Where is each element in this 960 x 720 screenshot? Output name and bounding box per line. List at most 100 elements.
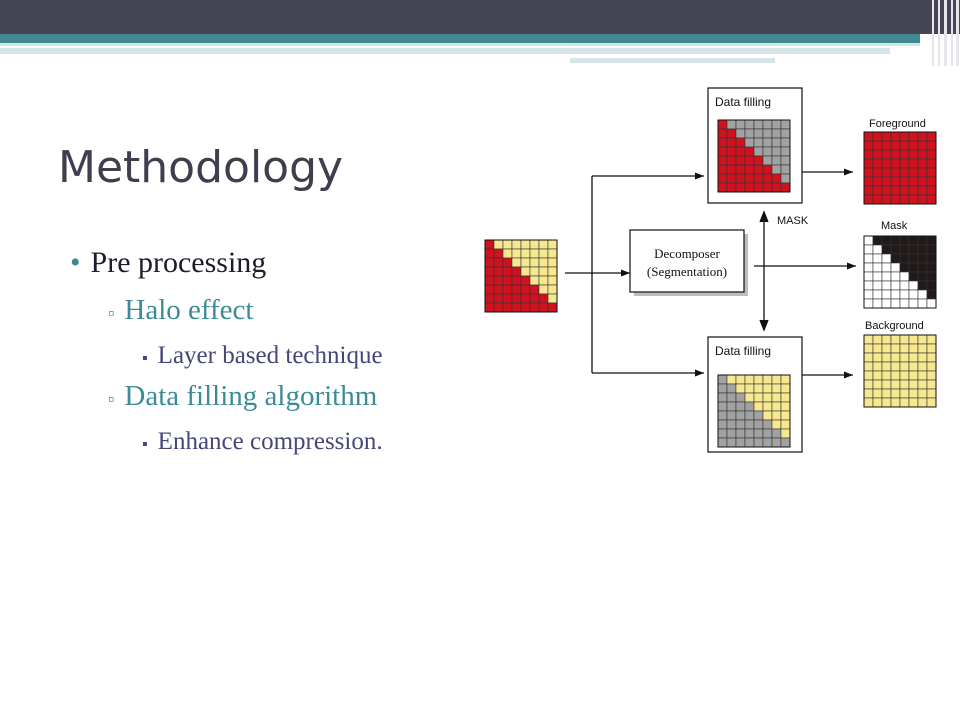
pixel-cell	[890, 379, 901, 390]
pixel-cell	[547, 266, 558, 277]
pixel-cell	[538, 302, 549, 313]
pixel-cell	[762, 383, 773, 394]
pixel-cell	[917, 149, 928, 160]
pixel-cell	[872, 131, 883, 142]
pixel-cell	[863, 176, 874, 187]
pixel-cell	[890, 244, 901, 255]
pixel-cell	[917, 194, 928, 205]
pixel-cell	[753, 164, 764, 175]
grid-border	[863, 131, 937, 205]
pixel-cell	[780, 374, 791, 385]
pixel-cell	[881, 289, 892, 300]
pixel-cell	[502, 302, 513, 313]
pixel-cell	[717, 392, 728, 403]
pixel-cell	[502, 239, 513, 250]
pixel-cell	[926, 298, 937, 309]
pixel-cell	[908, 361, 919, 372]
input-image-grid	[484, 239, 558, 313]
grid-border	[863, 334, 937, 408]
pixel-cell	[872, 370, 883, 381]
bullet-text: Halo effect	[124, 294, 254, 326]
pixel-cell	[771, 410, 782, 421]
pixel-cell	[872, 262, 883, 273]
pixel-cell	[899, 352, 910, 363]
pixel-cell	[863, 253, 874, 264]
pixel-cell	[547, 302, 558, 313]
pixel-cell	[863, 280, 874, 291]
pixel-cell	[717, 155, 728, 166]
pixel-cell	[520, 266, 531, 277]
pixel-cell	[762, 173, 773, 184]
background-filled-grid	[717, 374, 791, 448]
pixel-cell	[735, 392, 746, 403]
pixel-cell	[735, 137, 746, 148]
pixel-cell	[502, 257, 513, 268]
pixel-cell	[771, 155, 782, 166]
pixel-cell	[890, 280, 901, 291]
pixel-cell	[899, 167, 910, 178]
pixel-cell	[744, 437, 755, 448]
pixel-cell	[908, 194, 919, 205]
pixel-cell	[726, 137, 737, 148]
bullet-item: ▪Enhance compression.	[142, 428, 383, 456]
pixel-cell	[899, 397, 910, 408]
pixel-cell	[881, 158, 892, 169]
pixel-cell	[908, 298, 919, 309]
foreground-filled-grid	[717, 119, 791, 193]
pixel-cell	[780, 137, 791, 148]
pixel-cell	[863, 262, 874, 273]
pixel-cell	[511, 293, 522, 304]
pixel-cell	[753, 146, 764, 157]
bottom-data-filling-label: Data filling	[715, 344, 771, 358]
pixel-cell	[899, 176, 910, 187]
pixel-cell	[917, 158, 928, 169]
pixel-cell	[890, 352, 901, 363]
pixel-cell	[863, 194, 874, 205]
foreground-label: Foreground	[869, 118, 926, 130]
pixel-cell	[890, 149, 901, 160]
pixel-cell	[502, 275, 513, 286]
pixel-cell	[547, 275, 558, 286]
pixel-cell	[872, 158, 883, 169]
pixel-cell	[780, 383, 791, 394]
pixel-cell	[890, 140, 901, 151]
pixel-cell	[484, 302, 495, 313]
pixel-cell	[717, 173, 728, 184]
bullet-item: ▪Layer based technique	[142, 342, 383, 370]
pixel-cell	[484, 257, 495, 268]
pixel-cell	[735, 128, 746, 139]
pixel-cell	[780, 164, 791, 175]
pixel-cell	[484, 284, 495, 295]
pixel-cell	[881, 298, 892, 309]
background-output-grid	[863, 334, 937, 408]
pixel-cell	[735, 401, 746, 412]
pixel-cell	[735, 437, 746, 448]
pixel-cell	[872, 352, 883, 363]
pixel-cell	[881, 370, 892, 381]
pixel-cell	[917, 271, 928, 282]
pixel-cell	[908, 379, 919, 390]
pixel-cell	[863, 379, 874, 390]
pixel-cell	[881, 334, 892, 345]
pixel-cell	[502, 284, 513, 295]
pixel-cell	[908, 167, 919, 178]
pixel-cell	[899, 244, 910, 255]
pixel-cell	[881, 280, 892, 291]
slide-decor-stripes	[930, 0, 960, 66]
pixel-cell	[493, 284, 504, 295]
pixel-cell	[908, 235, 919, 246]
pixel-cell	[881, 253, 892, 264]
pixel-cell	[529, 257, 540, 268]
pixel-cell	[926, 185, 937, 196]
pixel-cell	[926, 370, 937, 381]
pixel-cell	[926, 388, 937, 399]
foreground-output-grid	[863, 131, 937, 205]
pixel-cell	[917, 397, 928, 408]
slide-decor-strip	[570, 58, 775, 63]
pixel-cell	[762, 401, 773, 412]
pixel-cell	[771, 419, 782, 430]
pixel-cell	[899, 289, 910, 300]
pixel-cell	[771, 137, 782, 148]
pixel-cell	[890, 131, 901, 142]
pixel-cell	[726, 155, 737, 166]
